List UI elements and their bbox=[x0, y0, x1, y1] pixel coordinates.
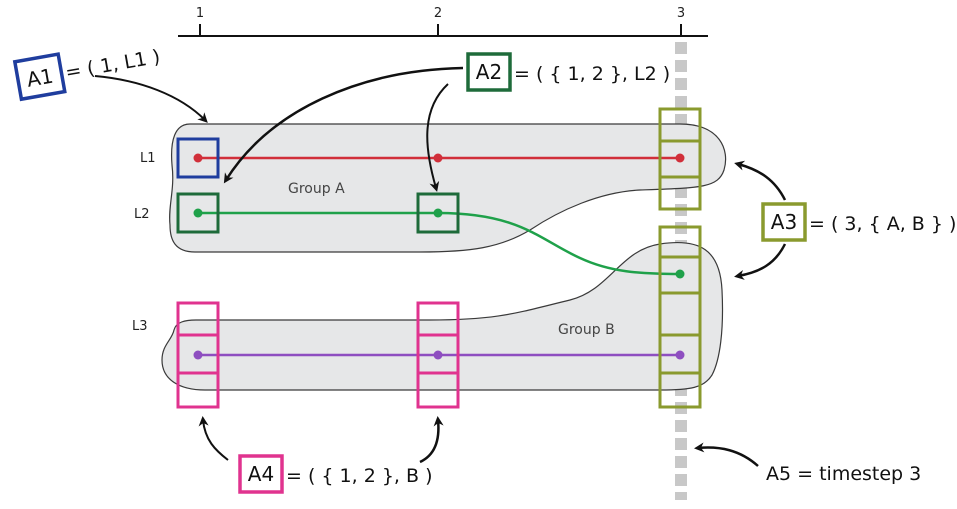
tick-label-3: 3 bbox=[677, 6, 685, 21]
l1-node-t3 bbox=[675, 153, 685, 163]
group-a-blob bbox=[169, 123, 727, 253]
tick-label-1: 1 bbox=[196, 6, 204, 21]
a5-arrow bbox=[694, 442, 759, 467]
annotation-a4: A4 = ( { 1, 2 }, B ) bbox=[198, 416, 444, 494]
group-b-blob bbox=[161, 241, 724, 391]
a2-expression: = ( { 1, 2 }, L2 ) bbox=[514, 63, 670, 85]
lane-label-l3: L3 bbox=[132, 319, 148, 334]
a3-label-box bbox=[761, 202, 807, 242]
annotation-a5: A5 = timestep 3 bbox=[694, 442, 921, 485]
a1-label: A1 bbox=[25, 64, 55, 92]
a4-expression: = ( { 1, 2 }, B ) bbox=[286, 465, 433, 487]
a3-highlight-stack-group-b bbox=[658, 225, 702, 409]
a4-highlight-stack-t1 bbox=[176, 301, 220, 409]
a3-label: A3 bbox=[771, 210, 797, 234]
annotation-a1: A1 = ( 1, L1 ) bbox=[12, 46, 208, 123]
a4-label-box bbox=[238, 454, 284, 494]
l3-node-t3 bbox=[675, 350, 685, 360]
a2-highlight-box-t2 bbox=[416, 192, 460, 234]
a2-arrow-to-t1 bbox=[223, 66, 464, 184]
a4-label: A4 bbox=[248, 462, 274, 486]
group-b-label: Group B bbox=[558, 322, 615, 338]
lane-label-l1: L1 bbox=[140, 151, 156, 166]
a3-highlight-stack-group-a bbox=[658, 107, 702, 211]
l1-node-t1 bbox=[193, 153, 203, 163]
annotation-a3: A3 = ( 3, { A, B } ) bbox=[734, 160, 956, 280]
a4-highlight-stack-t2 bbox=[416, 301, 460, 409]
l2-node-t2 bbox=[433, 208, 443, 218]
l2-node-t1 bbox=[193, 208, 203, 218]
lane-label-l2: L2 bbox=[134, 207, 150, 222]
a4-arrow-to-t2 bbox=[419, 416, 444, 464]
lane-l2-line bbox=[198, 211, 681, 276]
l3-node-t2 bbox=[433, 350, 443, 360]
l1-node-t2 bbox=[433, 153, 443, 163]
a2-label-box bbox=[466, 52, 512, 92]
a2-label: A2 bbox=[476, 60, 502, 84]
a3-expression: = ( 3, { A, B } ) bbox=[809, 213, 956, 235]
annotation-a2: A2 = ( { 1, 2 }, L2 ) bbox=[223, 52, 670, 192]
a2-highlight-box-t1 bbox=[176, 192, 220, 234]
timeline-axis: 1 2 3 bbox=[178, 6, 708, 37]
l2-node-t3 bbox=[675, 269, 685, 279]
tick-label-2: 2 bbox=[434, 6, 442, 21]
a1-highlight-box bbox=[176, 137, 220, 179]
a3-arrow-to-group-a bbox=[734, 160, 787, 201]
group-a-label: Group A bbox=[288, 181, 345, 197]
a1-label-box bbox=[12, 52, 67, 102]
a1-arrow bbox=[94, 75, 208, 123]
a5-expression: A5 = timestep 3 bbox=[766, 463, 921, 485]
a2-arrow-to-t2 bbox=[426, 83, 449, 192]
a3-arrow-to-group-b bbox=[734, 243, 787, 280]
a4-arrow-to-t1 bbox=[198, 416, 229, 461]
l3-node-t1 bbox=[193, 350, 203, 360]
